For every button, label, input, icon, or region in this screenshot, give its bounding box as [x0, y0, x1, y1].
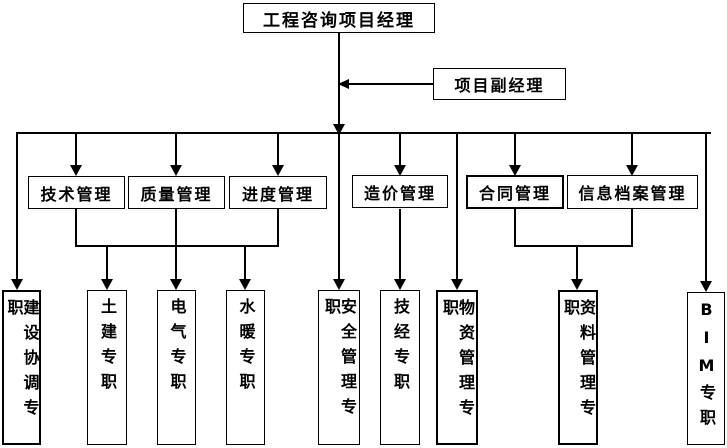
connector-to-bim — [705, 132, 707, 282]
arrow-down-icon — [700, 281, 712, 292]
connector-to-quality — [175, 132, 177, 166]
connector-main-bus — [17, 132, 711, 134]
connector-cost-to-techecon — [399, 209, 401, 280]
connector-to-civil — [106, 247, 108, 280]
connector-to-technical — [75, 132, 77, 166]
node-label: 项目副经理 — [454, 76, 545, 95]
node-label: 建设协调专职 — [4, 299, 40, 424]
connector-right-sub-bus — [514, 245, 633, 247]
node-label: 土建专职 — [98, 298, 117, 398]
connector-to-contract — [514, 132, 516, 166]
node-label: 信息档案管理 — [578, 184, 687, 203]
node-plumbing-heating: 水暖专职 — [226, 290, 265, 445]
connector-technical-down — [75, 209, 77, 247]
connector-to-cost — [399, 132, 401, 166]
node-schedule-mgmt: 进度管理 — [229, 176, 327, 209]
arrow-down-icon — [394, 279, 406, 290]
node-deputy-manager: 项目副经理 — [433, 68, 566, 100]
arrow-down-icon — [272, 165, 284, 176]
node-electrical: 电气专职 — [157, 290, 196, 445]
arrow-down-icon — [333, 124, 345, 135]
connector-contract-down — [514, 209, 516, 247]
arrow-down-icon — [394, 165, 406, 176]
connector-quality-down — [175, 209, 177, 247]
node-label: 电气专职 — [167, 298, 187, 398]
connector-to-plumbing — [244, 247, 246, 280]
arrow-down-icon — [509, 165, 521, 176]
connector-to-document-mgmt — [576, 247, 578, 280]
connector-deputy — [349, 83, 433, 85]
node-label: 资料管理专职 — [561, 299, 596, 424]
node-label: 合同管理 — [478, 184, 551, 203]
node-info-archive-mgmt: 信息档案管理 — [567, 175, 698, 209]
arrow-down-icon — [239, 279, 251, 290]
node-civil-works: 土建专职 — [87, 290, 127, 445]
node-construction-coordination: 建设协调专职 — [2, 290, 41, 445]
connector-to-construction-coordination — [16, 132, 18, 280]
node-label: 工程咨询项目经理 — [263, 10, 415, 31]
node-tech-economic: 技经专职 — [380, 290, 420, 445]
node-label: 安全管理专职 — [322, 298, 357, 423]
arrow-down-icon — [70, 165, 82, 176]
node-label: 进度管理 — [241, 184, 314, 204]
connector-to-schedule — [277, 132, 279, 166]
arrow-down-icon — [11, 279, 23, 290]
node-project-manager: 工程咨询项目经理 — [243, 3, 435, 33]
node-label: 造价管理 — [363, 183, 436, 203]
node-document-mgmt: 资料管理专职 — [558, 290, 598, 445]
arrow-down-icon — [333, 279, 345, 290]
connector-to-electrical — [175, 247, 177, 280]
arrow-down-icon — [101, 279, 113, 290]
node-technical-mgmt: 技术管理 — [28, 176, 125, 209]
arrow-down-icon — [626, 165, 638, 176]
node-label: 水暖专职 — [236, 298, 256, 398]
arrow-down-icon — [170, 279, 182, 290]
node-label: 技经专职 — [391, 298, 410, 398]
node-label: 物资管理专职 — [440, 299, 475, 424]
node-contract-mgmt: 合同管理 — [466, 175, 564, 209]
node-label: 技术管理 — [40, 184, 113, 204]
node-bim: BIM专职 — [687, 292, 725, 445]
arrow-down-icon — [170, 165, 182, 176]
node-cost-mgmt: 造价管理 — [352, 175, 448, 208]
connector-to-material-mgmt — [456, 132, 458, 280]
node-safety-mgmt: 安全管理专职 — [318, 290, 360, 445]
node-label: BIM专职 — [697, 300, 716, 434]
node-material-mgmt: 物资管理专职 — [436, 290, 478, 445]
arrow-down-icon — [571, 279, 583, 290]
connector-left-sub-bus — [75, 245, 279, 247]
connector-info-archive-down — [631, 209, 633, 247]
connector-trunk-lower — [338, 132, 340, 280]
arrow-left-icon — [338, 79, 349, 89]
arrow-down-icon — [451, 279, 463, 290]
connector-to-info-archive — [631, 132, 633, 166]
node-label: 质量管理 — [140, 184, 213, 204]
node-quality-mgmt: 质量管理 — [128, 176, 225, 209]
connector-schedule-down — [277, 209, 279, 247]
